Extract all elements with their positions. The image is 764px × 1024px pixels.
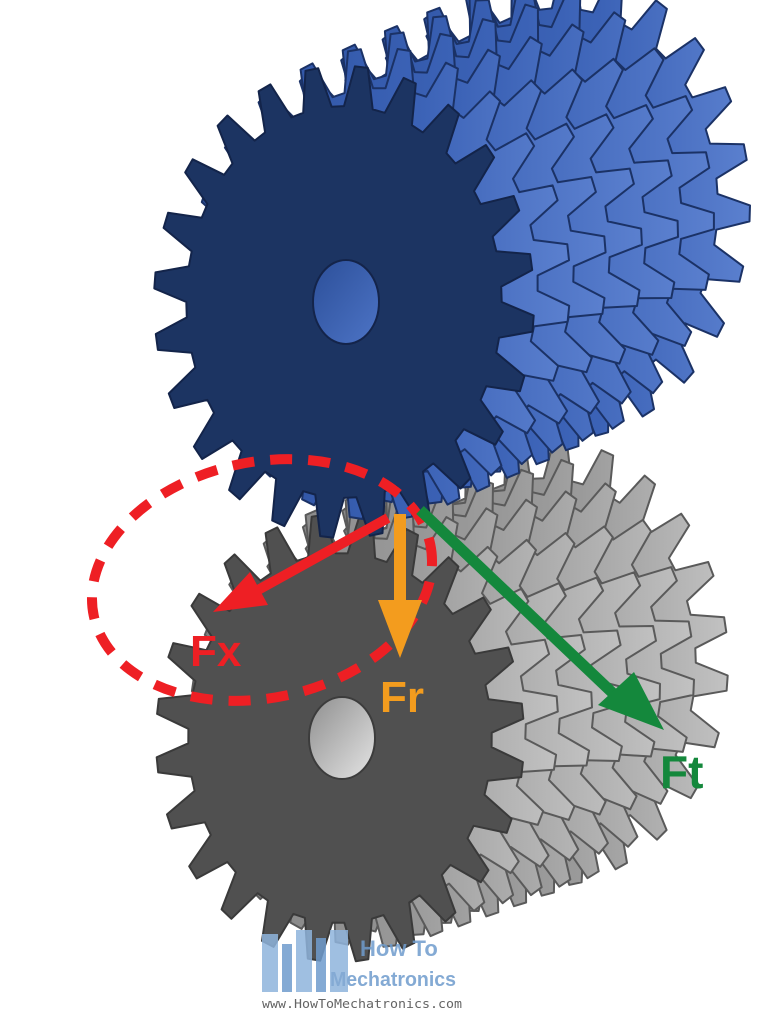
watermark: How To Mechatronics www.HowToMechatronic… (262, 930, 462, 1011)
lower-gear-bore (308, 696, 376, 780)
upper-gear-bore (312, 259, 380, 345)
tangential-force-label: Ft (660, 746, 703, 798)
upper-gear (153, 0, 751, 539)
lower-gear (155, 438, 729, 963)
radial-force-arrow (378, 514, 422, 658)
axial-direction-dashed-ellipse (86, 454, 438, 706)
radial-force-label: Fr (380, 673, 424, 722)
watermark-line1: How To (360, 936, 438, 961)
axial-force-label: Fx (190, 627, 242, 676)
watermark-line2: Mechatronics (330, 969, 456, 991)
watermark-logo-icon (262, 930, 348, 992)
tangential-force-arrow (416, 506, 664, 730)
axial-force-arrow (213, 513, 391, 612)
watermark-url: www.HowToMechatronics.com (262, 997, 462, 1011)
